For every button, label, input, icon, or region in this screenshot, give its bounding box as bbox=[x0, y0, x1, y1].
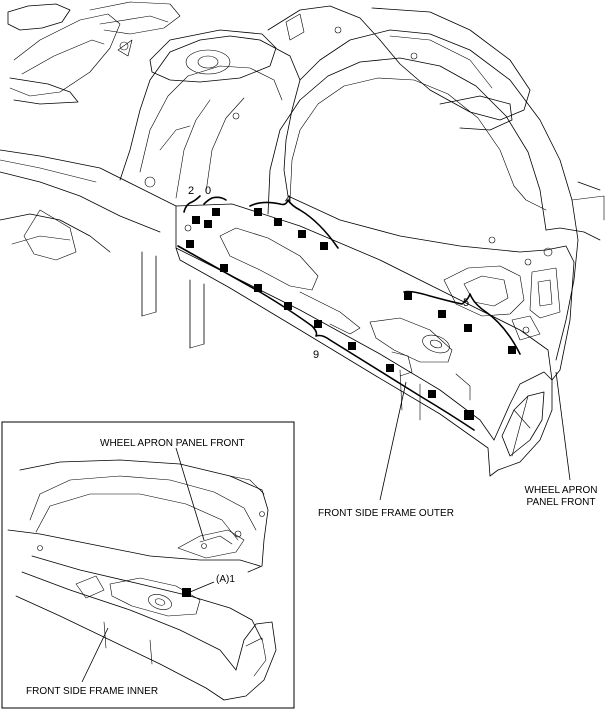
weld-group-label-5: 5 bbox=[463, 297, 469, 309]
bracket-group-5 bbox=[403, 290, 521, 355]
leader-wheel-apron bbox=[555, 371, 571, 481]
weld-point bbox=[464, 324, 472, 332]
front-side-frame-outer bbox=[175, 203, 553, 477]
label-front-side-frame-outer: FRONT SIDE FRAME OUTER bbox=[318, 508, 454, 519]
weld-point bbox=[320, 242, 328, 250]
label-inset-callout-a1: (A)1 bbox=[216, 574, 235, 585]
inset-view: (A)1 WHEEL APRON PANEL FRONT FRONT SIDE … bbox=[1, 421, 295, 709]
weld-point bbox=[254, 208, 262, 216]
label-wheel-apron-line1: WHEEL APRON bbox=[525, 485, 598, 496]
weld-point bbox=[508, 346, 516, 354]
weld-point bbox=[438, 310, 446, 318]
strut-tower bbox=[119, 35, 301, 199]
weld-point bbox=[186, 240, 194, 248]
leader-frame-outer bbox=[379, 381, 407, 501]
bracket-group-2 bbox=[183, 195, 201, 213]
inset-frame bbox=[1, 421, 295, 709]
weld-points-main bbox=[186, 208, 516, 420]
upper-body-panels bbox=[7, 1, 531, 131]
weld-group-label-2: 2 bbox=[188, 185, 194, 197]
weld-point bbox=[192, 216, 200, 224]
bracket-group-4 bbox=[249, 199, 339, 249]
main-view: 2 0 4 5 9 bbox=[0, 1, 605, 519]
weld-point bbox=[404, 292, 412, 300]
label-front-side-frame-inner: FRONT SIDE FRAME INNER bbox=[26, 686, 158, 697]
weld-point bbox=[314, 320, 322, 328]
weld-point bbox=[204, 220, 212, 228]
label-wheel-apron-line2: PANEL FRONT bbox=[527, 497, 596, 508]
weld-point bbox=[220, 264, 228, 272]
weld-group-label-4: 4 bbox=[285, 194, 291, 206]
weld-point bbox=[386, 364, 394, 372]
cross-member bbox=[0, 149, 205, 349]
weld-point bbox=[464, 410, 474, 420]
weld-point bbox=[348, 342, 356, 350]
weld-group-brackets bbox=[177, 195, 521, 431]
bracket-group-9 bbox=[177, 245, 475, 431]
leader-inset-wheel-apron bbox=[175, 447, 205, 541]
weld-point bbox=[274, 218, 282, 226]
weld-point bbox=[298, 230, 306, 238]
weld-group-labels: 2 0 4 5 9 bbox=[188, 185, 469, 361]
weld-point-inset-a1 bbox=[182, 588, 191, 597]
label-wheel-apron-panel-front-inset: WHEEL APRON PANEL FRONT bbox=[100, 438, 245, 449]
bracket-group-0 bbox=[203, 196, 227, 205]
weld-group-label-0: 0 bbox=[205, 185, 211, 197]
wheel-apron-panel-front bbox=[267, 29, 605, 381]
weld-point bbox=[212, 208, 220, 216]
leader-inset-callout bbox=[189, 581, 215, 593]
weld-point bbox=[428, 390, 436, 398]
leader-inset-frame-inner bbox=[81, 627, 109, 683]
weld-point bbox=[284, 302, 292, 310]
weld-group-label-9: 9 bbox=[313, 349, 319, 361]
weld-point bbox=[254, 284, 262, 292]
